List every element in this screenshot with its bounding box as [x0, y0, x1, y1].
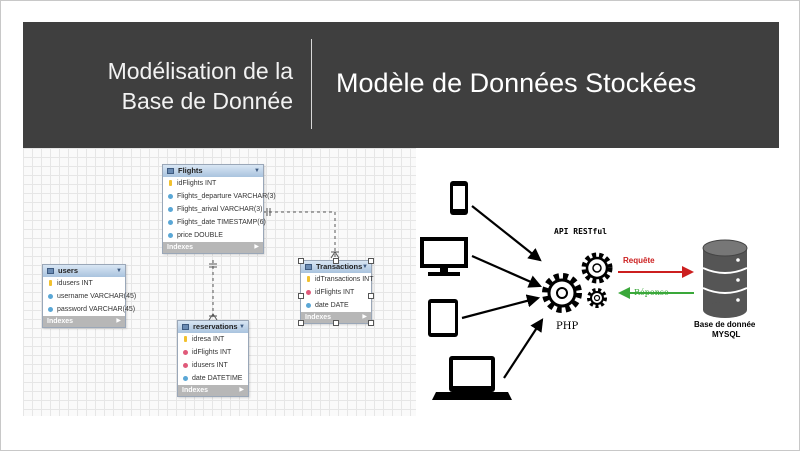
table-row: password VARCHAR(45) [43, 303, 135, 316]
indexes-label: Indexes [47, 318, 74, 325]
arrow-phone-to-api [471, 205, 542, 262]
table-users-indexes[interactable]: Indexes ▶ [43, 316, 125, 327]
table-reservations[interactable]: reservations ▼ idresa INT idFlights INT … [177, 320, 249, 397]
request-label: Requête [623, 256, 655, 265]
arrow-desktop-to-api [471, 254, 543, 288]
relation-crowfoot [330, 251, 340, 259]
slide-header: Modélisation de la Base de Donnée Modèle… [23, 22, 779, 148]
response-label: Réponse [634, 288, 669, 297]
collapse-icon[interactable]: ▼ [116, 268, 122, 274]
selection-handle[interactable] [298, 293, 304, 299]
selection-handle[interactable] [298, 320, 304, 326]
desktop-monitor-icon [420, 237, 468, 276]
indexes-label: Indexes [305, 314, 332, 321]
table-transactions-title: Transactions [316, 262, 363, 271]
table-row: idFlights INT [301, 286, 371, 299]
table-flights-header[interactable]: Flights ▼ [163, 165, 263, 177]
database-icon [702, 239, 748, 318]
table-row: date DATE [301, 299, 371, 312]
api-label: API RESTful [554, 227, 607, 236]
table-row: idusers INT [43, 277, 125, 290]
indexes-label: Indexes [167, 244, 194, 251]
table-row: idTransactions INT [301, 273, 373, 286]
relation-flights-transactions [263, 211, 336, 258]
collapse-icon[interactable]: ▼ [239, 324, 245, 330]
tablet-icon [428, 299, 458, 337]
table-flights-title: Flights [178, 166, 203, 175]
selection-handle[interactable] [298, 258, 304, 264]
table-row: Flights_arival VARCHAR(3) [163, 203, 263, 216]
table-transactions[interactable]: Transactions ▼ idTransactions INT idFlig… [298, 258, 374, 326]
table-row: idFlights INT [163, 177, 263, 190]
gear-icon [587, 288, 607, 308]
relation-crowfoot [208, 313, 218, 321]
arrow-tablet-to-api [461, 294, 541, 320]
php-label: PHP [556, 321, 579, 332]
table-users[interactable]: users ▼ idusers INT username VARCHAR(45)… [42, 264, 136, 328]
selection-handle[interactable] [368, 293, 374, 299]
table-row: price DOUBLE [163, 229, 263, 242]
erd-diagram: Flights ▼ idFlights INT Flights_departur… [23, 148, 416, 416]
table-flights[interactable]: Flights ▼ idFlights INT Flights_departur… [162, 164, 276, 254]
table-row: idFlights INT [178, 346, 248, 359]
database-label-line1: Base de donnée [694, 320, 756, 329]
table-transactions-indexes[interactable]: Indexes ▶ [301, 312, 371, 323]
expand-icon: ▶ [116, 318, 121, 324]
selection-handle[interactable] [368, 320, 374, 326]
collapse-icon[interactable]: ▼ [362, 264, 368, 270]
architecture-diagram: API RESTful PHP Requête Réponse Base de … [416, 148, 779, 416]
table-users-title: users [58, 266, 79, 275]
database-label-line2: MYSQL [712, 330, 741, 339]
laptop-icon [432, 356, 512, 400]
table-users-header[interactable]: users ▼ [43, 265, 125, 277]
section-title-line2: Base de Donnée [121, 88, 293, 114]
expand-icon: ▶ [239, 387, 244, 393]
table-reservations-title: reservations [193, 322, 238, 331]
arrow-laptop-to-api [503, 318, 544, 379]
indexes-label: Indexes [182, 387, 209, 394]
main-title: Modèle de Données Stockées [336, 68, 697, 98]
selection-handle[interactable] [333, 258, 339, 264]
erd-connectors [208, 208, 340, 321]
architecture-graphics [420, 181, 748, 400]
gear-icon [581, 252, 613, 284]
table-row: idusers INT [178, 359, 248, 372]
table-reservations-indexes[interactable]: Indexes ▶ [178, 385, 248, 396]
selection-handle[interactable] [333, 320, 339, 326]
table-flights-indexes[interactable]: Indexes ▶ [163, 242, 263, 253]
gear-icon [542, 273, 582, 313]
table-transactions-header[interactable]: Transactions ▼ [301, 261, 371, 273]
collapse-icon[interactable]: ▼ [254, 168, 260, 174]
selection-handle[interactable] [368, 258, 374, 264]
table-row: username VARCHAR(45) [43, 290, 136, 303]
smartphone-icon [450, 181, 468, 215]
table-row: date DATETIME [178, 372, 248, 385]
table-row: Flights_departure VARCHAR(3) [163, 190, 276, 203]
expand-icon: ▶ [362, 314, 367, 320]
section-title: Modélisation de la Base de Donnée [43, 56, 293, 116]
table-reservations-header[interactable]: reservations ▼ [178, 321, 248, 333]
section-title-line1: Modélisation de la [107, 58, 293, 84]
title-divider [311, 39, 312, 129]
table-row: idresa INT [178, 333, 248, 346]
table-row: Flights_date TIMESTAMP(6) [163, 216, 266, 229]
expand-icon: ▶ [254, 244, 259, 250]
